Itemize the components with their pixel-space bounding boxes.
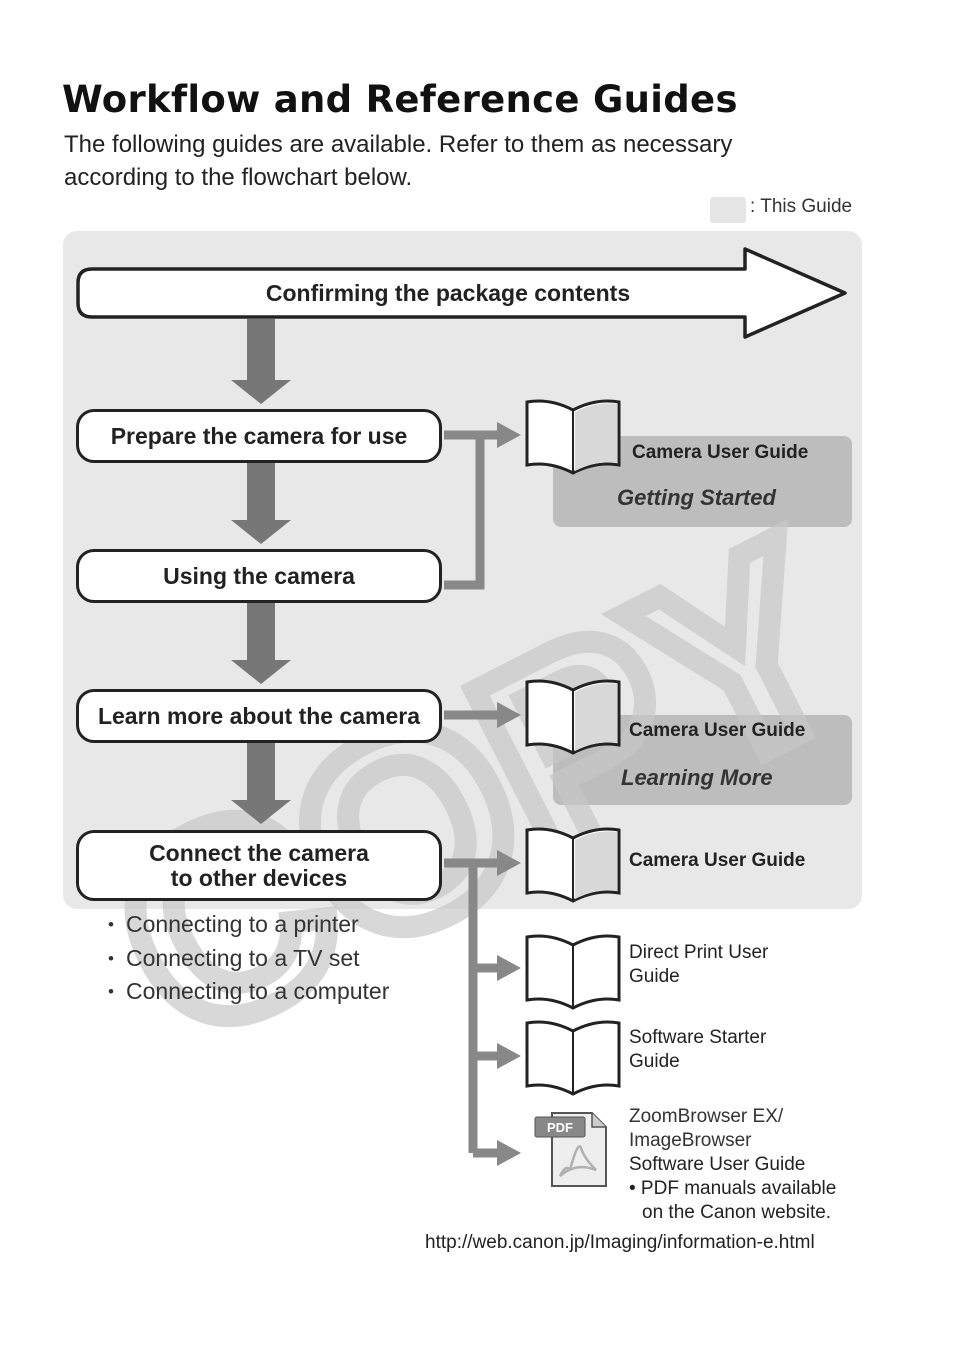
flow-step-learn-label: Learn more about the camera — [97, 702, 421, 729]
getting-started-guide-subtitle: Getting Started — [617, 485, 776, 510]
book-icon-direct-print — [525, 934, 621, 1010]
software-starter-line2: Guide — [629, 1051, 680, 1072]
book-icon-camera-user-guide — [525, 827, 621, 903]
intro-line-2: according to the flowchart below. — [64, 164, 413, 191]
flow-step-using: Using the camera — [76, 549, 442, 603]
down-arrows — [231, 319, 291, 824]
zoombrowser-guide-label: ZoomBrowser EX/ ImageBrowser Software Us… — [629, 1105, 836, 1225]
flow-step-using-label: Using the camera — [163, 562, 355, 589]
down-arrow-1 — [231, 319, 291, 404]
direct-print-guide-label: Direct Print User Guide — [629, 941, 768, 989]
flow-step-connect: Connect the camera to other devices — [76, 830, 442, 901]
list-item: Connecting to a printer — [108, 908, 389, 942]
book-icon-software-starter — [525, 1020, 621, 1096]
getting-started-guide-title: Camera User Guide — [632, 442, 809, 463]
intro-text: The following guides are available. Refe… — [64, 128, 824, 194]
direct-print-line1: Direct Print User — [629, 942, 769, 963]
book-icon-learning-more — [525, 679, 621, 755]
down-arrow-2 — [231, 462, 291, 544]
legend-label: : This Guide — [750, 196, 853, 217]
flow-step-prepare: Prepare the camera for use — [76, 409, 442, 463]
flow-step-connect-line1: Connect the camera — [149, 839, 369, 866]
book-icon-getting-started — [525, 399, 621, 475]
connector-getting-started — [444, 430, 500, 590]
zoombrowser-line4: • PDF manuals available — [629, 1178, 837, 1199]
connect-bullet-list: Connecting to a printer Connecting to a … — [108, 908, 389, 1009]
page-title: Workflow and Reference Guides — [62, 78, 738, 121]
arrow-head-getting-started — [497, 422, 521, 448]
connector-devices — [444, 858, 500, 1158]
device-arrow-heads — [497, 850, 521, 1166]
down-arrow-3 — [231, 602, 291, 684]
zoombrowser-line1: ZoomBrowser EX/ — [629, 1106, 784, 1127]
intro-line-1: The following guides are available. Refe… — [64, 131, 733, 158]
list-item: Connecting to a TV set — [108, 942, 389, 976]
down-arrow-4 — [231, 742, 291, 824]
software-starter-guide-label: Software Starter Guide — [629, 1026, 766, 1074]
zoombrowser-line2: ImageBrowser — [629, 1130, 752, 1151]
confirm-package-label: Confirming the package contents — [265, 279, 631, 306]
zoombrowser-line5: on the Canon website. — [642, 1202, 832, 1223]
learning-more-guide-title: Camera User Guide — [629, 720, 806, 741]
flow-step-connect-line2: to other devices — [170, 864, 348, 891]
legend-swatch — [710, 197, 746, 223]
canon-website-link[interactable]: http://web.canon.jp/Imaging/information-… — [425, 1232, 815, 1253]
pdf-badge-label: PDF — [547, 1120, 573, 1135]
flow-step-prepare-label: Prepare the camera for use — [110, 422, 408, 449]
learning-more-guide-subtitle: Learning More — [621, 765, 773, 790]
camera-user-guide-title: Camera User Guide — [629, 850, 806, 871]
arrow-head-learning-more — [497, 702, 521, 728]
pdf-icon: PDF — [534, 1112, 607, 1187]
zoombrowser-line3: Software User Guide — [629, 1154, 806, 1175]
direct-print-line2: Guide — [629, 966, 680, 987]
confirm-arrow-shape — [76, 247, 847, 339]
list-item: Connecting to a computer — [108, 975, 389, 1009]
software-starter-line1: Software Starter — [629, 1027, 767, 1048]
flow-step-learn: Learn more about the camera — [76, 689, 442, 743]
